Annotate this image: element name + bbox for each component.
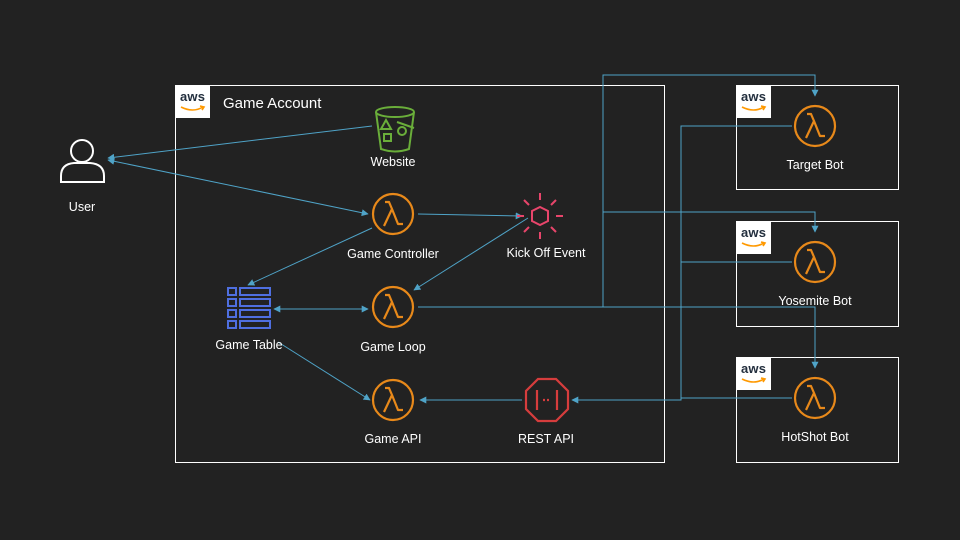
dynamodb-table-icon xyxy=(227,287,271,329)
hotshot-account-box xyxy=(736,357,899,463)
user-label: User xyxy=(68,200,96,214)
game-account-box xyxy=(175,85,665,463)
yosemite-bot-label: Yosemite Bot xyxy=(778,294,852,308)
website-label: Website xyxy=(370,155,416,169)
api-gateway-icon xyxy=(524,377,570,423)
game-table-label: Game Table xyxy=(215,338,283,352)
target-account-box xyxy=(736,85,899,190)
game-controller-label: Game Controller xyxy=(347,247,439,261)
website-to-user-arrow xyxy=(107,125,373,161)
controller-to-event-arrow xyxy=(417,212,523,220)
lambda-icon xyxy=(793,240,837,284)
user-icon xyxy=(60,139,105,183)
eventbridge-icon xyxy=(517,193,563,239)
aws-logo: aws xyxy=(737,358,771,390)
yosemite-account-box xyxy=(736,221,899,327)
target-bot-label: Target Bot xyxy=(786,158,844,172)
rest-api-label: REST API xyxy=(517,432,575,446)
game-account-title: Game Account xyxy=(223,95,322,112)
aws-logo: aws xyxy=(176,86,210,118)
loop-to-yosemite-connector xyxy=(603,211,819,233)
game-api-label: Game API xyxy=(364,432,422,446)
lambda-icon xyxy=(371,192,415,236)
lambda-icon xyxy=(793,376,837,420)
event-to-loop-arrow xyxy=(413,217,529,291)
game-loop-label: Game Loop xyxy=(360,340,426,354)
lambda-icon xyxy=(371,285,415,329)
loop-to-hotshot-connector xyxy=(418,306,819,369)
controller-to-table-arrow xyxy=(247,227,373,286)
target-to-rest-connector xyxy=(571,125,792,404)
aws-logo: aws xyxy=(737,222,771,254)
lambda-icon xyxy=(371,378,415,422)
s3-bucket-icon xyxy=(375,106,415,153)
aws-logo: aws xyxy=(737,86,771,118)
table-to-api-arrow xyxy=(277,341,371,401)
user-to-controller-arrow xyxy=(107,157,369,217)
hotshot-bot-label: HotShot Bot xyxy=(781,430,849,444)
lambda-icon xyxy=(793,104,837,148)
kick-off-event-label: Kick Off Event xyxy=(506,246,586,260)
